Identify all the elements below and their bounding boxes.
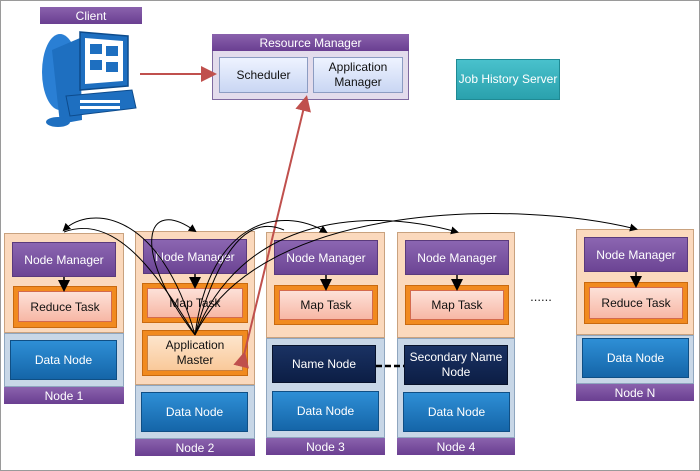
client-label: Client [40, 7, 142, 24]
am-communication-arcs [62, 213, 638, 336]
node-manager: Node Manager [143, 239, 247, 274]
node-1-label: Node 1 [4, 387, 124, 404]
reduce-task: Reduce Task [589, 287, 683, 319]
secondary-name-node: Secondary Name Node [404, 345, 508, 385]
node-2-label: Node 2 [135, 439, 255, 456]
node-manager: Node Manager [584, 237, 688, 272]
more-nodes-ellipsis: ...... [530, 288, 552, 304]
map-task: Map Task [410, 290, 504, 320]
resource-manager-title: Resource Manager [212, 34, 409, 51]
node-n-label: Node N [576, 384, 694, 401]
application-master: Application Master [147, 335, 243, 371]
scheduler: Scheduler [219, 57, 308, 93]
node-3-label: Node 3 [266, 438, 385, 455]
job-history-server: Job History Server [456, 59, 560, 100]
data-node: Data Node [582, 338, 689, 378]
data-node: Data Node [403, 392, 510, 432]
computer-icon [40, 24, 142, 128]
data-node: Data Node [272, 391, 379, 431]
node-manager: Node Manager [405, 240, 509, 275]
node-manager: Node Manager [12, 242, 116, 277]
data-node: Data Node [141, 392, 248, 432]
data-node: Data Node [10, 340, 117, 380]
node-4-label: Node 4 [397, 438, 515, 455]
application-manager: Application Manager [313, 57, 403, 93]
